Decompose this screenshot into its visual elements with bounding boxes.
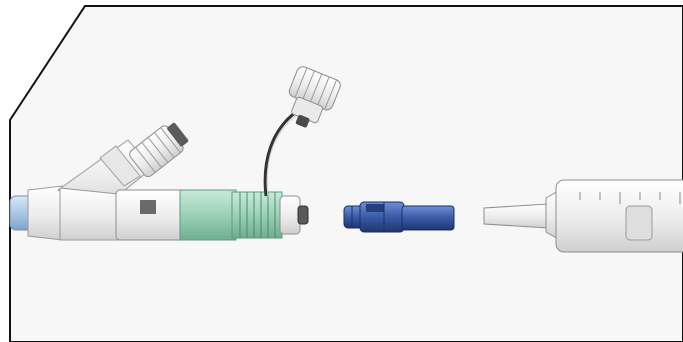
syringe-barrel (556, 180, 683, 252)
hub-center-body (60, 188, 118, 240)
hub-left-body (28, 186, 62, 240)
hub-valve-end (280, 196, 300, 234)
hub-valve-tip (298, 206, 308, 224)
hub-green-band (180, 190, 236, 240)
syringe-plunger-seal (626, 206, 652, 240)
syringe-tip (484, 204, 548, 228)
hub-ribbed-collar (232, 192, 282, 238)
hub-main-body (116, 190, 186, 240)
hub-window (140, 200, 156, 214)
blue-adapter-connector (344, 202, 454, 232)
